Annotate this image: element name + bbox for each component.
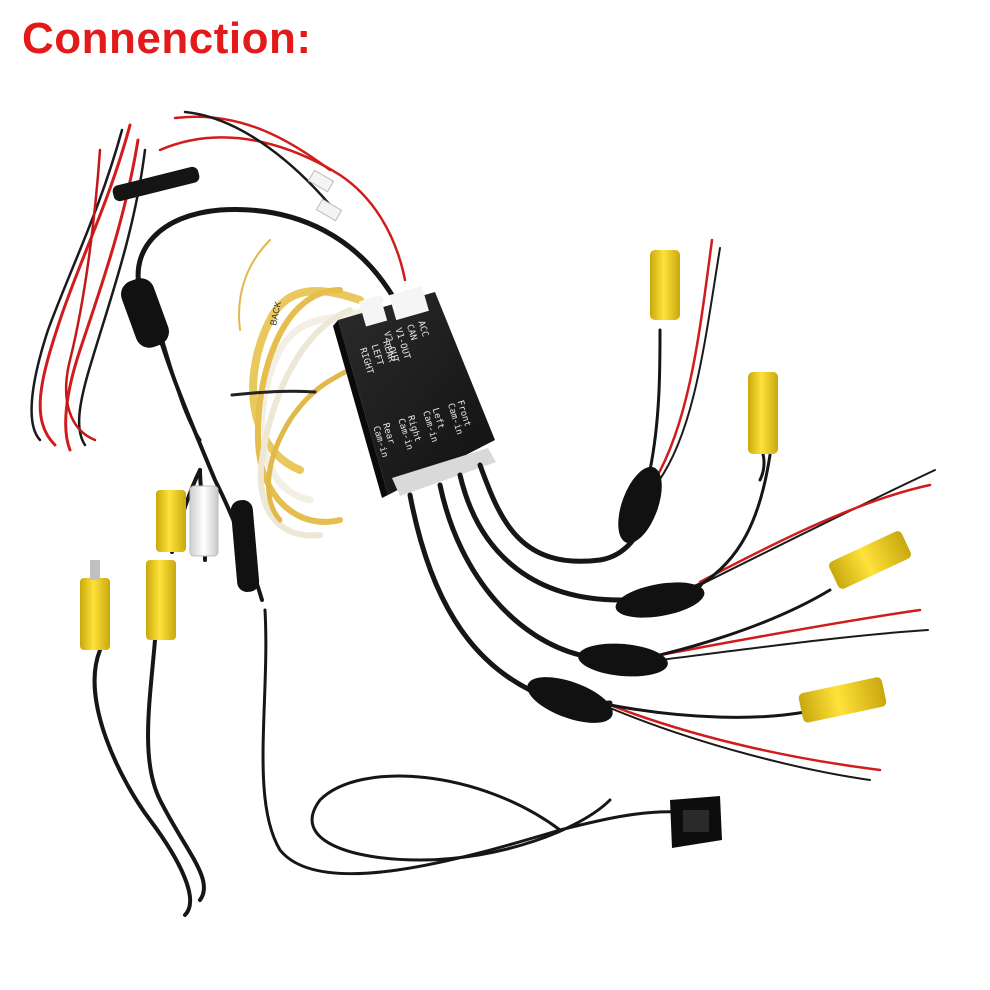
inline-filter — [230, 500, 260, 592]
rca-yellow-plug — [80, 578, 110, 650]
rca-yellow-socket — [650, 250, 680, 320]
camera — [670, 796, 722, 848]
inline-junctions — [527, 466, 705, 723]
rca-white-plug — [189, 485, 219, 557]
power-wires — [30, 110, 407, 452]
rca-yellow-socket — [798, 677, 887, 723]
port-label: CAN — [404, 323, 418, 341]
harness-tag: BACK — [268, 300, 283, 326]
rca-yellow-plug — [156, 490, 186, 552]
rca-yellow-plug — [146, 560, 176, 640]
inline-filter — [120, 278, 170, 348]
rca-yellow-socket — [748, 372, 778, 454]
rca-yellow-socket — [829, 531, 911, 589]
page-title: Connenction: — [22, 14, 312, 63]
camera-cable-tails — [608, 238, 936, 781]
control-box: ACC CAN V1-OUT V2-OUT REAR LEFT RIGHT Fr… — [333, 285, 496, 498]
port-label: ACC — [415, 320, 429, 338]
rca-right-sockets — [650, 250, 911, 723]
rca-left — [92, 468, 207, 917]
wire-harness: BACK — [230, 239, 384, 539]
